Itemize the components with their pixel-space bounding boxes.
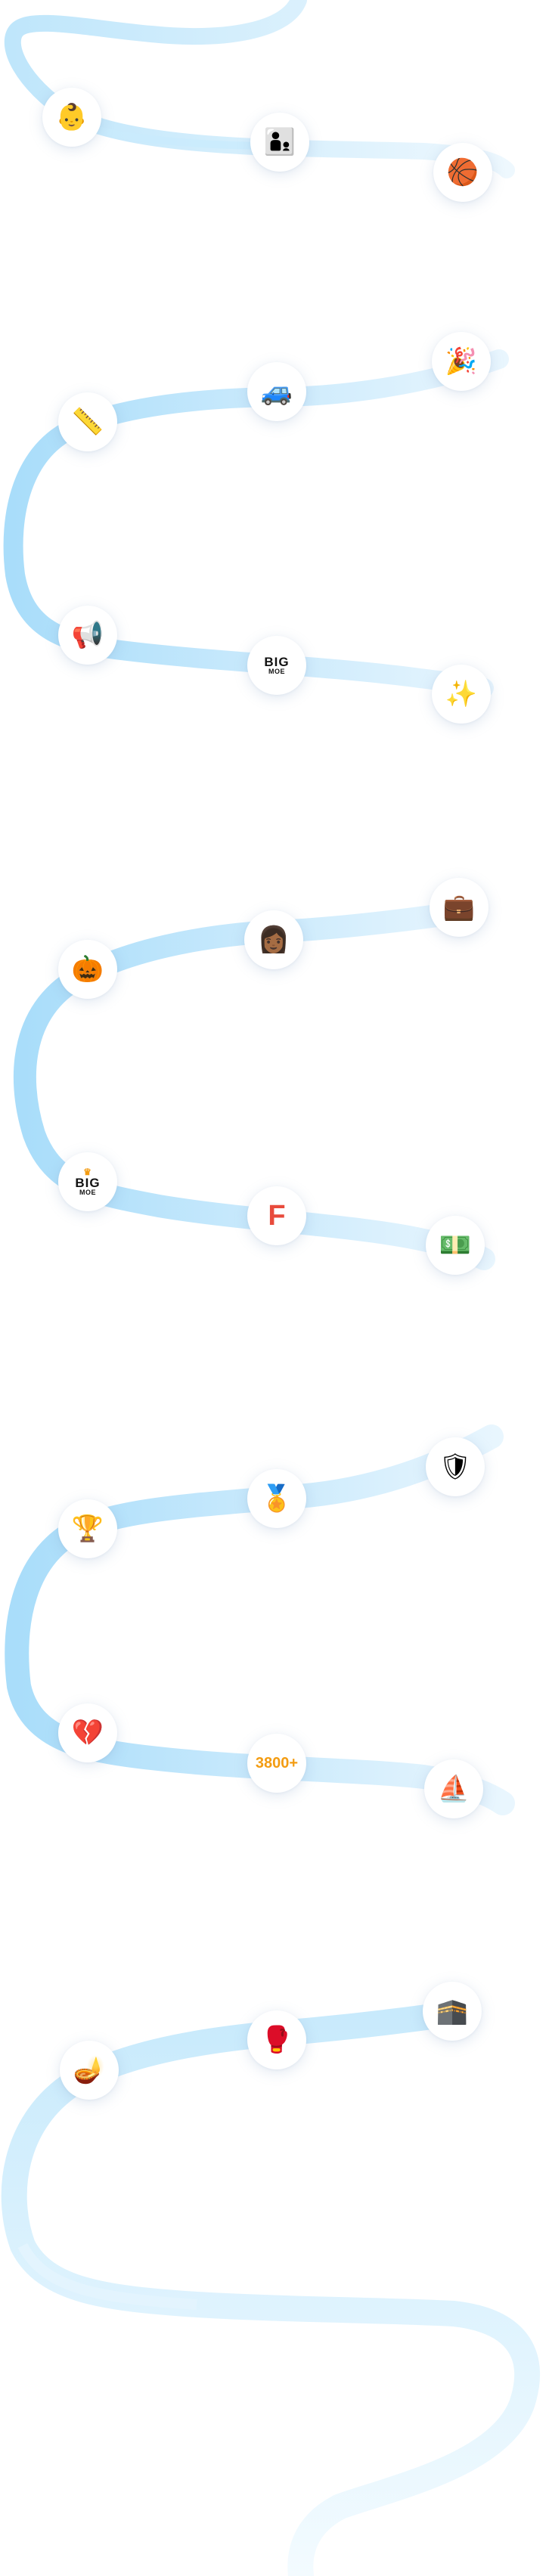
milestone-megaphone[interactable]: 📢 (58, 606, 117, 665)
milestone-ruler[interactable]: 📏 (58, 392, 117, 451)
milestone-shield[interactable]: 🛡 (426, 1437, 485, 1496)
megaphone-icon: 📢 (71, 620, 104, 650)
milestone-sparkles[interactable]: ✨ (432, 665, 491, 724)
shield-crest-icon: 🛡 (439, 1452, 472, 1482)
milestone-family[interactable]: 👨‍👦 (250, 113, 309, 172)
ribbon-segment-1 (4, 0, 515, 178)
milestone-burj[interactable]: ⛵ (424, 1759, 483, 1818)
big-moe-logo: BIG MOE (264, 655, 290, 675)
count-badge: 3800+ (255, 1755, 299, 1772)
milestone-kaaba[interactable]: 🕋 (423, 1982, 482, 2041)
ruler-icon: 📏 (71, 407, 104, 437)
milestone-basketball[interactable]: 🏀 (433, 143, 492, 202)
milestone-party[interactable]: 🎉 (432, 332, 491, 391)
briefcase-icon: 💼 (442, 892, 476, 922)
baby-face-icon: 👶 (55, 102, 88, 132)
milestone-woman[interactable]: 👩🏾 (244, 910, 303, 969)
money-icon: 💵 (439, 1230, 472, 1260)
trophy-cup-icon: 🏆 (71, 1514, 104, 1544)
milestone-medal[interactable]: 🏅 (247, 1469, 306, 1528)
woman-portrait-icon: 👩🏾 (257, 925, 290, 955)
party-popper-icon: 🎉 (445, 346, 478, 377)
milestone-trophy[interactable]: 🏆 (58, 1499, 117, 1558)
burj-al-arab-icon: ⛵ (437, 1774, 470, 1804)
milestone-f-logo[interactable]: F (247, 1186, 306, 1245)
gold-medal-icon: 🏅 (260, 1483, 293, 1514)
f-letter-logo: F (268, 1200, 286, 1232)
basketball-icon: 🏀 (446, 157, 479, 188)
milestone-boxer[interactable]: 🥊 (247, 2010, 306, 2069)
big-moe-crown-logo: ♛ BIG MOE (75, 1167, 101, 1196)
milestone-baby[interactable]: 👶 (42, 88, 101, 147)
car-icon: 🚙 (260, 377, 293, 407)
sparkles-icon: ✨ (445, 679, 478, 709)
milestone-briefcase[interactable]: 💼 (430, 878, 489, 937)
boxer-icon: 🥊 (260, 2025, 293, 2055)
milestone-broken-heart[interactable]: 💔 (58, 1703, 117, 1762)
milestone-count[interactable]: 3800+ (247, 1734, 306, 1793)
jack-o-lantern-icon: 🎃 (71, 954, 104, 984)
milestone-money[interactable]: 💵 (426, 1216, 485, 1275)
father-son-icon: 👨‍👦 (263, 127, 296, 157)
broken-heart-icon: 💔 (71, 1718, 104, 1748)
magic-lamp-icon: 🪔 (73, 2055, 106, 2085)
kaaba-icon: 🕋 (436, 1996, 469, 2026)
milestone-car[interactable]: 🚙 (247, 362, 306, 421)
milestone-lamp[interactable]: 🪔 (60, 2041, 119, 2100)
milestone-bigmoe-2[interactable]: ♛ BIG MOE (58, 1152, 117, 1211)
milestone-bigmoe-1[interactable]: BIG MOE (247, 636, 306, 695)
milestone-pumpkin[interactable]: 🎃 (58, 940, 117, 999)
